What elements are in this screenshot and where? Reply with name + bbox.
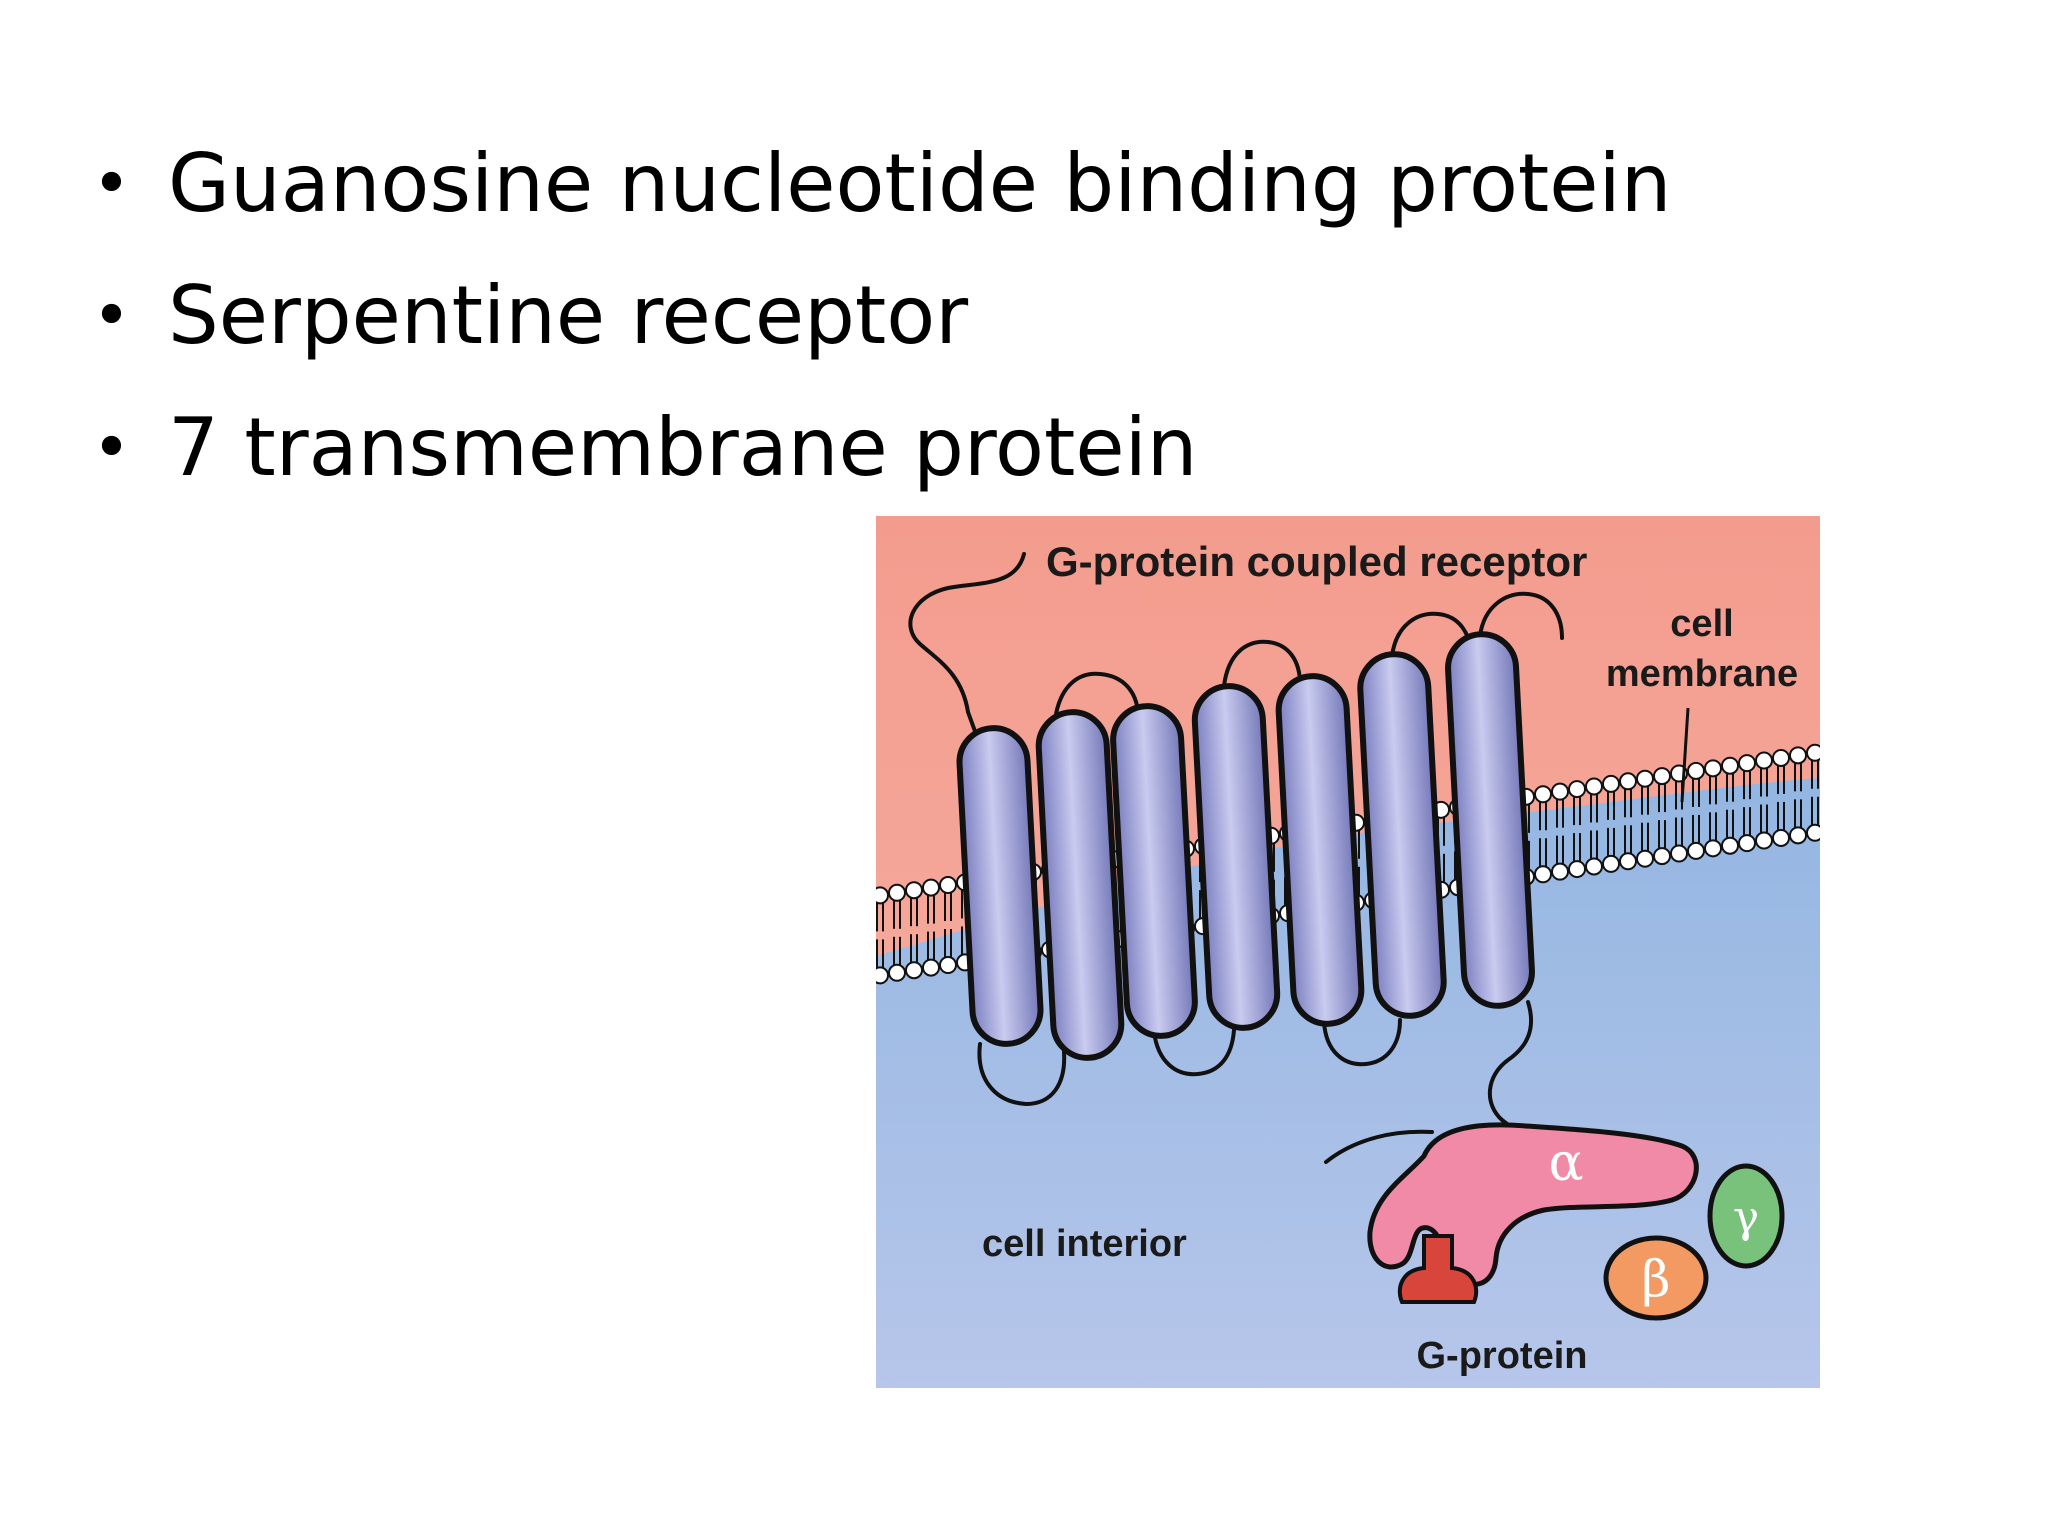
transmembrane-helix-2 xyxy=(1035,709,1125,1061)
beta-subunit xyxy=(1603,1235,1709,1321)
intracellular-loop-3 xyxy=(1322,1018,1402,1067)
membrane-label-line1: cell xyxy=(1670,603,1733,645)
bullet-text: Guanosine nucleotide binding protein xyxy=(168,137,1672,230)
gamma-symbol: γ xyxy=(1733,1192,1759,1243)
phospholipid xyxy=(1551,782,1569,881)
g-protein-label: G-protein xyxy=(1417,1335,1588,1377)
transmembrane-helix-7 xyxy=(1445,631,1535,1009)
transmembrane-helix-6 xyxy=(1357,651,1447,1019)
transmembrane-helix-3 xyxy=(1110,703,1198,1039)
bullet-text: 7 transmembrane protein xyxy=(168,401,1198,494)
transmembrane-helix-1 xyxy=(956,725,1044,1047)
extracellular-loop-2 xyxy=(1222,639,1302,688)
phospholipid xyxy=(1619,772,1637,871)
gpcr-label: G-protein coupled receptor xyxy=(1046,538,1587,585)
receptor-loops xyxy=(977,591,1564,1107)
phospholipid xyxy=(1602,774,1620,873)
extracellular-loop-1 xyxy=(1054,671,1140,716)
bullet-marker: • xyxy=(92,145,131,222)
transmembrane-helix-4 xyxy=(1191,683,1281,1031)
phospholipid xyxy=(922,878,940,977)
bullet-list: • Guanosine nucleotide binding protein •… xyxy=(92,118,1671,514)
phospholipid xyxy=(1755,751,1773,850)
phospholipid xyxy=(1568,780,1586,879)
phospholipid xyxy=(1704,759,1722,858)
bullet-item: • Serpentine receptor xyxy=(92,250,1671,382)
gdp-anchor xyxy=(1397,1234,1479,1304)
bullet-marker: • xyxy=(92,277,131,354)
cell-interior-label: cell interior xyxy=(982,1223,1187,1265)
phospholipid xyxy=(1585,777,1603,876)
g-protein-complex: α β γ xyxy=(1367,1122,1785,1321)
phospholipid xyxy=(905,881,923,980)
phospholipid xyxy=(1772,748,1790,847)
phospholipid xyxy=(876,886,889,985)
phospholipid xyxy=(1687,761,1705,860)
phospholipid xyxy=(888,883,906,982)
alpha-subunit-tail xyxy=(1324,1129,1434,1164)
intracellular-loop-2 xyxy=(1152,1028,1236,1077)
bullet-item: • 7 transmembrane protein xyxy=(92,382,1671,514)
phospholipid xyxy=(1789,746,1807,845)
bullet-marker: • xyxy=(92,409,131,486)
transmembrane-helix-5 xyxy=(1275,673,1365,1027)
gpcr-diagram-svg: α β γ G-protein coupled receptor cell me… xyxy=(876,516,1820,1388)
intracellular-loop-1 xyxy=(977,1042,1067,1107)
membrane-label-line2: membrane xyxy=(1606,653,1798,695)
alpha-symbol: α xyxy=(1548,1133,1583,1193)
phospholipid xyxy=(1721,756,1739,855)
phospholipid xyxy=(939,876,957,975)
bullet-text: Serpentine receptor xyxy=(168,269,969,362)
gamma-subunit xyxy=(1707,1163,1785,1269)
bullet-item: • Guanosine nucleotide binding protein xyxy=(92,118,1671,250)
phospholipid xyxy=(1534,785,1552,884)
phospholipid xyxy=(1738,754,1756,853)
phospholipid xyxy=(1653,767,1671,866)
gpcr-diagram: α β γ G-protein coupled receptor cell me… xyxy=(876,516,1820,1388)
beta-symbol: β xyxy=(1642,1250,1671,1308)
transmembrane-helices xyxy=(956,631,1535,1061)
membrane-pointer-line xyxy=(1680,707,1690,803)
phospholipid xyxy=(1636,769,1654,868)
extracellular-loop-4 xyxy=(1478,591,1564,640)
n-terminus-tail xyxy=(908,552,1026,736)
phospholipid xyxy=(1806,743,1820,842)
